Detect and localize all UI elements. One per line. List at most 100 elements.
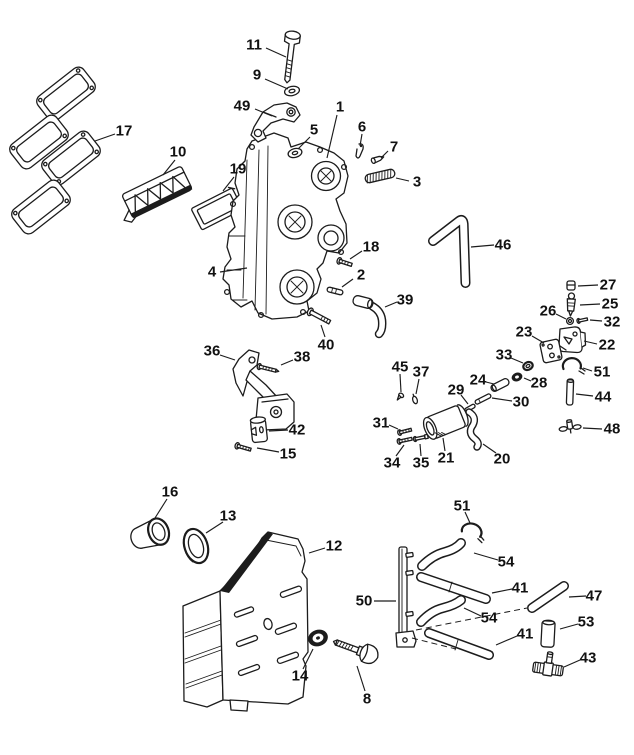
- callout-17: 17: [116, 123, 133, 140]
- callout-6: 6: [358, 119, 366, 136]
- part-10-reed-block: [122, 166, 193, 223]
- leader-line-51: [464, 511, 471, 524]
- callout-13: 13: [220, 508, 237, 525]
- leader-line-13: [205, 521, 224, 534]
- part-28-grommet: [511, 372, 523, 382]
- part-14-grommet: [308, 629, 328, 647]
- leader-line-32: [589, 319, 603, 322]
- part-41-hose-upper: [416, 572, 491, 604]
- callout-26: 26: [540, 303, 557, 320]
- callout-53: 53: [578, 614, 595, 631]
- callout-4: 4: [208, 264, 217, 281]
- callout-27: 27: [600, 277, 617, 294]
- callout-41: 41: [517, 626, 534, 643]
- callout-9: 9: [253, 67, 261, 84]
- leader-line-6: [359, 133, 363, 147]
- part-27-cap: [566, 280, 576, 291]
- callout-29: 29: [448, 382, 465, 399]
- part-2-pin: [326, 286, 344, 296]
- leader-line-8: [356, 665, 366, 692]
- callout-1: 1: [336, 99, 344, 116]
- part-53-sleeve: [540, 619, 556, 648]
- part-20-hose: [465, 408, 482, 451]
- part-51-clamp-upper: [561, 357, 586, 375]
- callout-5: 5: [310, 122, 318, 139]
- leader-line-29: [460, 394, 469, 405]
- callout-2: 2: [357, 267, 365, 284]
- part-43-tee-fitting: [532, 651, 564, 677]
- leader-line-44: [575, 393, 594, 397]
- callout-48: 48: [604, 421, 621, 438]
- callout-40: 40: [318, 337, 335, 354]
- leader-line-45: [399, 373, 402, 393]
- callout-49: 49: [234, 98, 251, 115]
- part-3-spring: [364, 168, 396, 184]
- leader-line-5: [297, 136, 311, 150]
- leader-line-11: [265, 47, 287, 58]
- callout-18: 18: [363, 239, 380, 256]
- part-9-washer: [283, 85, 301, 97]
- leader-line-1: [326, 114, 338, 159]
- leader-line-12: [308, 547, 326, 554]
- part-21-pump-body: [422, 404, 469, 440]
- callout-8: 8: [363, 691, 371, 708]
- part-33-oring: [522, 360, 534, 372]
- leader-line-10: [162, 159, 176, 176]
- part-31-screw: [397, 427, 413, 436]
- leader-line-40: [320, 324, 326, 338]
- leader-line-23: [531, 335, 545, 344]
- leader-line-17: [94, 133, 116, 142]
- callout-46: 46: [495, 237, 512, 254]
- leader-line-3: [395, 177, 410, 182]
- callout-28: 28: [531, 375, 548, 392]
- callout-36: 36: [204, 343, 221, 360]
- leader-line-39: [384, 301, 398, 308]
- part-38-screw: [256, 362, 280, 373]
- leader-line-19: [222, 176, 235, 192]
- callout-43: 43: [580, 650, 597, 667]
- leader-line-36: [219, 354, 236, 361]
- callout-38: 38: [294, 349, 311, 366]
- callout-37: 37: [413, 364, 430, 381]
- callout-35: 35: [413, 455, 430, 472]
- callout-19: 19: [230, 161, 247, 178]
- part-8-bolt: [332, 639, 379, 665]
- callout-34: 34: [384, 455, 401, 472]
- callout-16: 16: [162, 484, 179, 501]
- part-15-screw: [234, 442, 252, 452]
- callout-50: 50: [356, 593, 373, 610]
- part-30-pin: [474, 393, 492, 405]
- leader-line-25: [579, 303, 601, 306]
- callout-21: 21: [438, 450, 455, 467]
- part-34-screw: [396, 436, 413, 445]
- part-45-screw: [396, 392, 405, 401]
- part-18-screw: [336, 256, 353, 268]
- callout-32: 32: [604, 314, 621, 331]
- leader-line-27: [577, 284, 599, 287]
- part-50-fitting-rail: [395, 546, 417, 648]
- leader-line-38: [280, 359, 294, 366]
- part-48-fitting: [558, 419, 582, 434]
- assembly-dash-line: [411, 637, 457, 650]
- leader-line-43: [563, 659, 581, 668]
- leader-line-37: [415, 378, 420, 395]
- leader-line-24: [485, 381, 495, 385]
- callout-54: 54: [498, 554, 515, 571]
- callout-31: 31: [373, 415, 390, 432]
- callout-22: 22: [599, 337, 616, 354]
- callout-25: 25: [602, 296, 619, 313]
- callout-51: 51: [594, 364, 611, 381]
- leader-line-20: [482, 443, 497, 454]
- callout-10: 10: [170, 144, 187, 161]
- callout-47: 47: [586, 588, 603, 605]
- leader-line-22: [583, 340, 598, 345]
- callout-39: 39: [397, 292, 414, 309]
- leader-line-9: [264, 78, 289, 90]
- part-40-bolt: [306, 307, 332, 325]
- leader-line-47: [568, 595, 587, 598]
- part-23-plate: [539, 338, 563, 364]
- leader-line-4: [219, 267, 248, 273]
- leader-line-54: [473, 552, 499, 561]
